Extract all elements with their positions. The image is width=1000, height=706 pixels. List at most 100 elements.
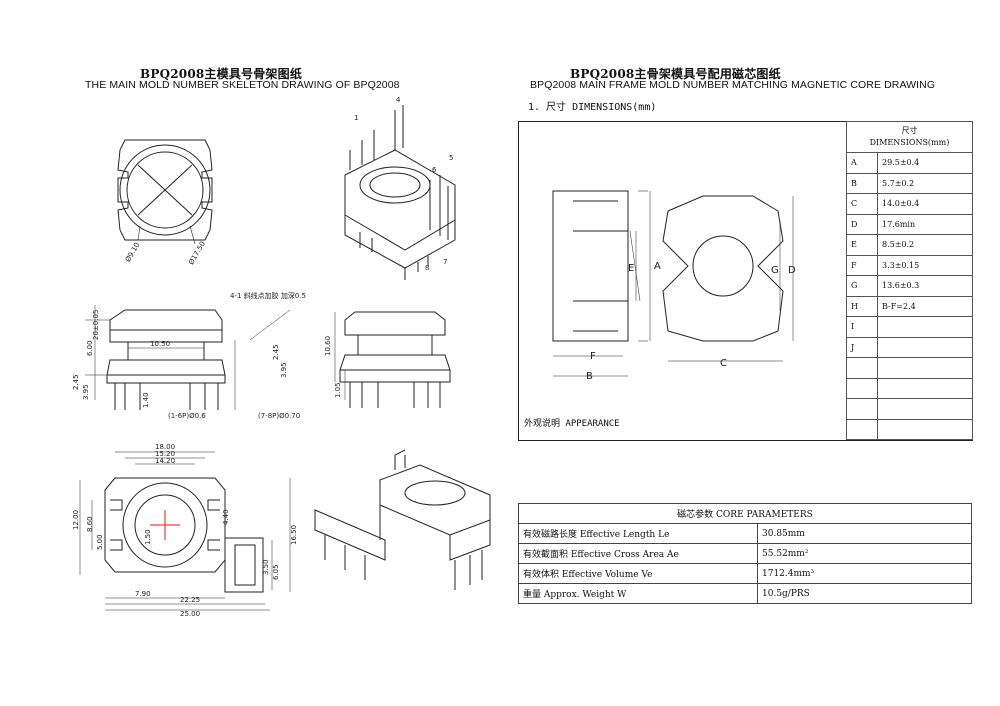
dim-key: E <box>846 234 878 256</box>
dim-l7: 3.95 <box>280 362 288 378</box>
bobbin-iso-view-2 <box>314 449 491 590</box>
dim-row <box>846 357 973 379</box>
dim-value <box>877 398 973 420</box>
core-param-value: 55.52mm² <box>757 543 972 564</box>
bobbin-side-view <box>85 305 291 410</box>
letter-C: C <box>720 358 727 369</box>
core-param-value: 30.85mm <box>757 523 972 544</box>
core-param-label: 重量 Approx. Weight W <box>518 583 758 604</box>
dim-value: 3.3±0.15 <box>877 254 973 276</box>
dim-b6: 5.00 <box>96 534 104 550</box>
core-param-label: 有效磁路长度 Effective Length Le <box>518 523 758 544</box>
dim-key: G <box>846 275 878 297</box>
bobbin-bottom-view <box>79 451 291 611</box>
dimensions-section-label: 1. 尺寸 DIMENSIONS(mm) <box>528 102 657 113</box>
dim-key: A <box>846 152 878 174</box>
dim-key: J <box>846 336 878 358</box>
dim-l9: (1-6P)Ø0.6 <box>168 412 206 420</box>
dim-b1: 18.00 <box>155 443 175 451</box>
dim-value <box>877 418 973 440</box>
letter-G: G <box>771 265 779 276</box>
core-params-table: 磁芯参数 CORE PARAMETERS 有效磁路长度 Effective Le… <box>518 503 972 604</box>
dim-value <box>877 357 973 379</box>
dim-b8: 4.40 <box>222 509 230 525</box>
core-drawing: A E F B G D C <box>552 190 796 382</box>
left-title-en: THE MAIN MOLD NUMBER SKELETON DRAWING OF… <box>85 79 400 91</box>
dim-l1: 10.50 <box>150 340 170 348</box>
dim-key <box>846 377 878 399</box>
dim-row <box>846 377 973 399</box>
dim-value: 8.5±0.2 <box>877 234 973 256</box>
dim-b10: 3.50 <box>262 559 270 575</box>
dim-b11: 6.05 <box>272 564 280 580</box>
bobbin-front-view <box>334 311 451 408</box>
dim-b3: 14.20 <box>155 457 175 465</box>
pin-label-4: 4 <box>396 96 401 104</box>
dim-key: C <box>846 193 878 215</box>
dim-header-cn: 尺寸 <box>901 126 918 135</box>
pin-label-5: 5 <box>449 154 453 162</box>
dim-value: B-F=2.4 <box>877 295 973 317</box>
dim-l8: 1.40 <box>142 392 150 408</box>
dim-b7: 1.50 <box>144 529 152 545</box>
pin-label-7: 7 <box>443 258 447 266</box>
dim-l6: 2.45 <box>272 344 280 360</box>
dim-b14: 25.00 <box>180 610 200 618</box>
dim-l3: 6.00 <box>86 340 94 356</box>
dim-key: H <box>846 295 878 317</box>
dim-value <box>877 377 973 399</box>
dim-value <box>877 336 973 358</box>
right-title-cn: BPQ2008主骨架模具号配用磁芯图纸 <box>570 67 781 81</box>
dim-l10: (7-8P)Ø0.70 <box>258 412 300 420</box>
dim-key: D <box>846 213 878 235</box>
dim-key <box>846 398 878 420</box>
dim-key <box>846 357 878 379</box>
dim-value: 13.6±0.3 <box>877 275 973 297</box>
dim-value: 17.6min <box>877 213 973 235</box>
dim-b4: 12.00 <box>72 510 80 530</box>
core-param-label: 有效体积 Effective Volume Ve <box>518 563 758 584</box>
dim-b9: 16.50 <box>290 525 298 545</box>
dim-l5: 3.95 <box>82 384 90 400</box>
dim-row: J <box>846 336 973 358</box>
core-params-header: 磁芯参数 CORE PARAMETERS <box>518 503 972 524</box>
dim-row <box>846 398 973 420</box>
dim-l11: 10.60 <box>324 336 332 356</box>
core-param-value: 1712.4mm³ <box>757 563 972 584</box>
pin-label-8: 8 <box>425 264 429 272</box>
letter-E: E <box>628 263 634 274</box>
dim-b13: 22.25 <box>180 596 200 604</box>
dim-value: 5.7±0.2 <box>877 172 973 194</box>
pin-label-6: 6 <box>432 166 437 174</box>
dim-header-en: DIMENSIONS(mm) <box>869 138 950 147</box>
bobbin-iso-view-1 <box>344 105 456 280</box>
dim-key: I <box>846 316 878 338</box>
dim-l2: 20±0.05 <box>92 310 100 340</box>
dim-l4: 2.45 <box>72 374 80 390</box>
dim-b5: 8.60 <box>86 516 94 532</box>
letter-A: A <box>654 261 661 272</box>
pin-label-1: 1 <box>354 114 358 122</box>
note-glue: 4-1 斜线点加胶 加深0.5 <box>230 291 306 300</box>
bobbin-top-view <box>117 139 213 245</box>
letter-D: D <box>788 265 796 276</box>
dim-key: B <box>846 172 878 194</box>
dim-row <box>846 418 973 440</box>
dim-row: I <box>846 316 973 338</box>
letter-B: B <box>586 371 593 382</box>
dim-b2: 15.20 <box>155 450 175 458</box>
dim-key: F <box>846 254 878 276</box>
dim-value: 14.0±0.4 <box>877 193 973 215</box>
